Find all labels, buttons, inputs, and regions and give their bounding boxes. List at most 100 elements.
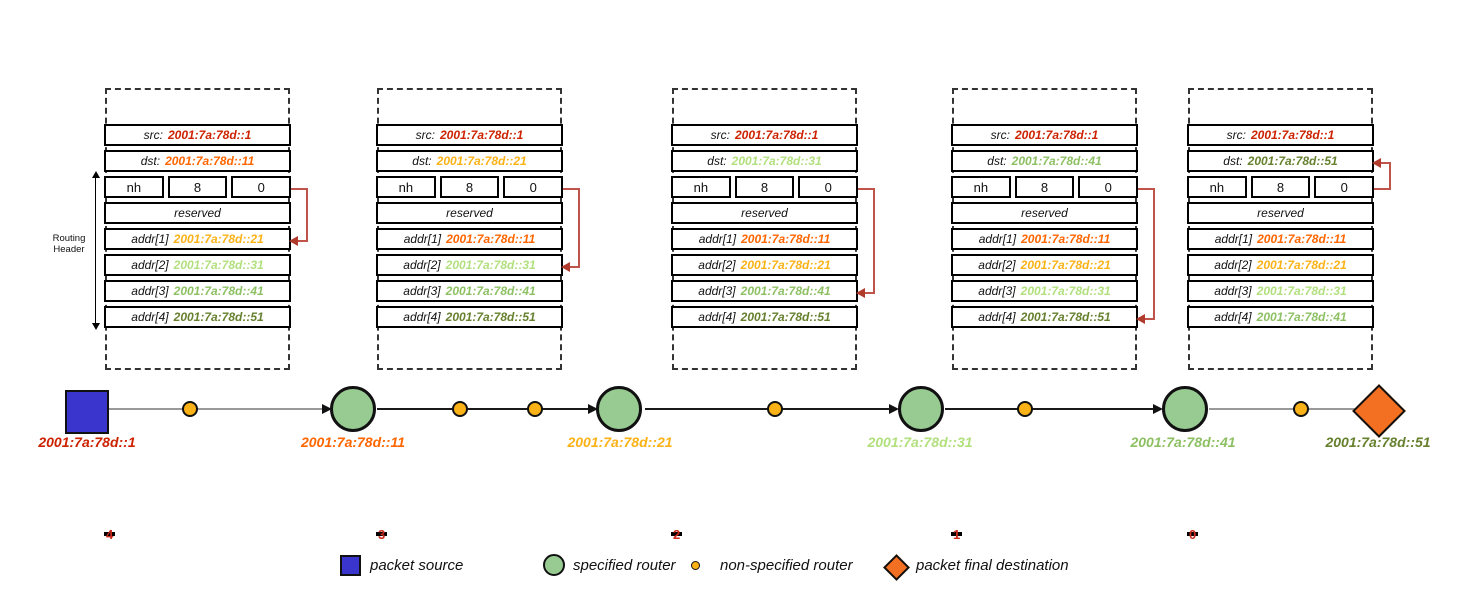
legend-non-specified-router-icon — [691, 561, 700, 570]
specified-router-node-2 — [596, 386, 642, 432]
addr3-label: addr[3] — [978, 284, 1016, 298]
addr2-value: 2001:7a:78d::21 — [1256, 258, 1347, 272]
src-value: 2001:7a:78d::1 — [167, 128, 252, 142]
addr2-value: 2001:7a:78d::31 — [445, 258, 536, 272]
addr1-label: addr[1] — [698, 232, 737, 246]
packet-final-destination-node — [1352, 384, 1406, 438]
src-row: src: 2001:7a:78d::1 — [376, 124, 563, 146]
packet-header-table: src: 2001:7a:78d::1 dst: 2001:7a:78d::51… — [1187, 124, 1375, 542]
addr-row-2: addr[2] 2001:7a:78d::31 — [104, 254, 291, 276]
addr4-label: addr[4] — [403, 310, 441, 324]
addr3-label: addr[3] — [131, 284, 169, 298]
src-label: src: — [710, 128, 730, 142]
dst-label: dst: — [707, 154, 727, 168]
src-row: src: 2001:7a:78d::1 — [1187, 124, 1374, 146]
dst-value: 2001:7a:78d::41 — [1011, 154, 1102, 168]
routing-type-field: 0 — [798, 176, 859, 198]
dst-row: dst: 2001:7a:78d::31 — [671, 150, 858, 172]
next-header-field: nh — [671, 176, 731, 198]
addr2-value: 2001:7a:78d::21 — [1020, 258, 1111, 272]
routing-header-fields-row: nh 8 0 1 — [951, 176, 1139, 542]
src-label: src: — [143, 128, 163, 142]
routing-header-bracket-label: Routing Header — [44, 233, 94, 255]
dst-label: dst: — [140, 154, 161, 168]
routing-header-fields-row: nh 8 0 4 — [104, 176, 292, 542]
path-segment-4 — [945, 408, 1153, 410]
hdr-ext-len-field: 8 — [167, 176, 228, 198]
reserved-label: reserved — [174, 206, 221, 220]
jump-arrow-stub — [858, 188, 875, 190]
legend-non-specified-router-label: non-specified router — [720, 557, 853, 574]
packet-snapshot-2: src: 2001:7a:78d::1 dst: 2001:7a:78d::21… — [376, 88, 580, 542]
packet-snapshot-1: src: 2001:7a:78d::1 dst: 2001:7a:78d::11… — [104, 88, 308, 542]
addr3-label: addr[3] — [698, 284, 736, 298]
addr3-value: 2001:7a:78d::41 — [173, 284, 264, 298]
node-address-label: 2001:7a:78d::11 — [300, 434, 406, 450]
dst-label: dst: — [412, 154, 432, 168]
addr-row-4: addr[4] 2001:7a:78d::41 — [1187, 306, 1374, 328]
hdr-ext-len-field: 8 — [1014, 176, 1075, 198]
legend-packet-source-label: packet source — [370, 557, 464, 574]
path-arrowhead-icon — [588, 404, 598, 414]
non-specified-router-dot — [182, 401, 198, 417]
addr1-value: 2001:7a:78d::11 — [446, 232, 536, 246]
legend-packet-source-icon — [340, 555, 361, 576]
addr4-label: addr[4] — [698, 310, 736, 324]
addr-row-3: addr[3] 2001:7a:78d::31 — [951, 280, 1138, 302]
dst-value: 2001:7a:78d::31 — [731, 154, 822, 168]
node-address-label: 2001:7a:78d::21 — [567, 434, 673, 450]
bracket-arrow-down-icon — [92, 323, 100, 330]
reserved-label: reserved — [1021, 206, 1068, 220]
addr2-label: addr[2] — [403, 258, 441, 272]
src-label: src: — [415, 128, 435, 142]
path-segment-5 — [1209, 408, 1362, 410]
node-address-label: 2001:7a:78d::41 — [1130, 434, 1236, 450]
jump-arrow-vertical — [1389, 162, 1391, 190]
addr2-value: 2001:7a:78d::21 — [740, 258, 831, 272]
addr-row-2: addr[2] 2001:7a:78d::21 — [951, 254, 1138, 276]
hdr-ext-len-field: 8 — [1250, 176, 1311, 198]
jump-arrow-stub — [1138, 188, 1155, 190]
addr-row-3: addr[3] 2001:7a:78d::31 — [1187, 280, 1374, 302]
specified-router-node-4 — [1162, 386, 1208, 432]
routing-type-field: 0 — [231, 176, 292, 198]
jump-arrow-return — [1380, 162, 1391, 164]
addr4-label: addr[4] — [978, 310, 1016, 324]
packet-source-node — [65, 390, 109, 434]
jump-arrow-vertical — [306, 188, 308, 242]
jump-arrow-vertical — [1153, 188, 1155, 320]
addr1-value: 2001:7a:78d::21 — [173, 232, 264, 246]
reserved-label: reserved — [741, 206, 788, 220]
jump-arrow-return — [864, 292, 875, 294]
jump-arrow-vertical — [578, 188, 580, 268]
dst-row: dst: 2001:7a:78d::21 — [376, 150, 563, 172]
jump-arrow-vertical — [873, 188, 875, 294]
next-header-field: nh — [104, 176, 164, 198]
jump-arrowhead-icon — [561, 262, 570, 272]
reserved-label: reserved — [446, 206, 493, 220]
addr1-value: 2001:7a:78d::11 — [1257, 232, 1347, 246]
packet-snapshot-5: src: 2001:7a:78d::1 dst: 2001:7a:78d::51… — [1187, 88, 1391, 542]
routing-type-field: 0 — [1078, 176, 1139, 198]
addr-row-3: addr[3] 2001:7a:78d::41 — [104, 280, 291, 302]
packet-snapshot-3: src: 2001:7a:78d::1 dst: 2001:7a:78d::31… — [671, 88, 875, 542]
dst-value: 2001:7a:78d::21 — [436, 154, 527, 168]
routing-header-label-line1: Routing — [52, 233, 86, 244]
next-header-field: nh — [1187, 176, 1247, 198]
addr-row-1: addr[1] 2001:7a:78d::11 — [951, 228, 1138, 250]
addr4-label: addr[4] — [1214, 310, 1252, 324]
node-address-label: 2001:7a:78d::31 — [867, 434, 973, 450]
jump-arrow-return — [1144, 318, 1155, 320]
jump-arrow-return — [569, 266, 580, 268]
jump-arrow-stub — [1374, 188, 1391, 190]
jump-arrowhead-icon — [856, 288, 865, 298]
addr1-label: addr[1] — [131, 232, 169, 246]
packet-snapshot-4: src: 2001:7a:78d::1 dst: 2001:7a:78d::41… — [951, 88, 1155, 542]
addr-row-3: addr[3] 2001:7a:78d::41 — [671, 280, 858, 302]
jump-arrowhead-icon — [289, 236, 298, 246]
addr-row-2: addr[2] 2001:7a:78d::21 — [671, 254, 858, 276]
dst-row: dst: 2001:7a:78d::41 — [951, 150, 1138, 172]
addr-row-1: addr[1] 2001:7a:78d::21 — [104, 228, 291, 250]
packet-header-table: src: 2001:7a:78d::1 dst: 2001:7a:78d::41… — [951, 124, 1139, 542]
